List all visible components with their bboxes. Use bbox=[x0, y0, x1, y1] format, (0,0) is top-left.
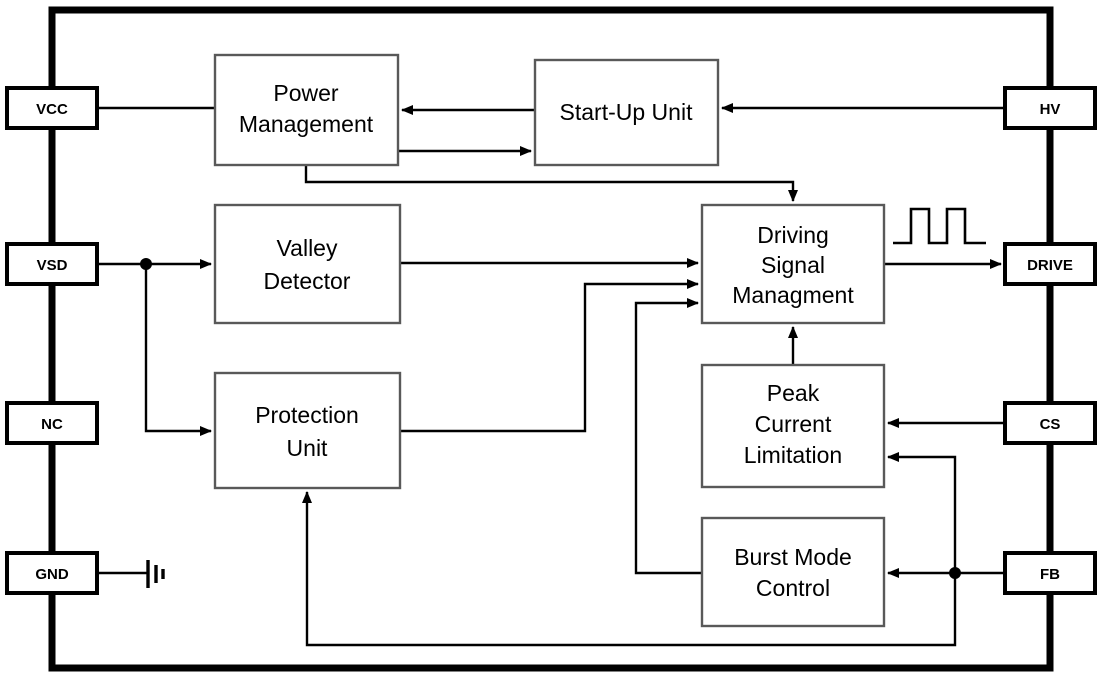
block-label-line: Start-Up Unit bbox=[560, 99, 694, 125]
pin-vcc[interactable]: VCC bbox=[5, 86, 99, 130]
block-label-line: Burst Mode bbox=[734, 544, 852, 570]
block-label-line: Power bbox=[273, 80, 339, 106]
block-valley-detector[interactable]: Valley Detector bbox=[213, 203, 402, 325]
block-label-line: Protection bbox=[255, 402, 359, 428]
block-label-line: Current bbox=[755, 411, 832, 437]
pin-label: DRIVE bbox=[1027, 257, 1073, 274]
block-power-management[interactable]: Power Management bbox=[213, 53, 400, 167]
junction-dot-vsd bbox=[140, 258, 152, 270]
block-label-line: Management bbox=[239, 111, 374, 137]
block-start-up-unit[interactable]: Start-Up Unit bbox=[533, 58, 720, 167]
pin-label: GND bbox=[35, 566, 69, 583]
pulse-wave-icon bbox=[893, 207, 986, 245]
pin-label: FB bbox=[1040, 566, 1060, 583]
block-label-line: Valley bbox=[277, 235, 338, 261]
junction-dot-fb bbox=[949, 567, 961, 579]
pin-fb[interactable]: FB bbox=[1003, 551, 1097, 595]
pin-label: VSD bbox=[37, 257, 68, 274]
wire-burst-mode-to-driving-signal bbox=[634, 298, 702, 575]
block-label-line: Driving bbox=[757, 222, 829, 248]
pin-cs[interactable]: CS bbox=[1003, 401, 1097, 445]
wire-fb-to-protection-unit bbox=[302, 491, 957, 647]
pin-label: HV bbox=[1040, 101, 1061, 118]
block-label-line: Detector bbox=[264, 268, 351, 294]
wire-fb-to-peak-current bbox=[887, 452, 957, 573]
block-label-line: Control bbox=[756, 575, 830, 601]
pin-vsd[interactable]: VSD bbox=[5, 242, 99, 286]
block-label-line: Signal bbox=[761, 252, 825, 278]
pin-hv[interactable]: HV bbox=[1003, 86, 1097, 130]
block-peak-current-limitation[interactable]: Peak Current Limitation bbox=[700, 363, 886, 489]
block-label-line: Unit bbox=[287, 435, 329, 461]
pin-drive[interactable]: DRIVE bbox=[1003, 242, 1097, 286]
pin-gnd[interactable]: GND bbox=[5, 551, 99, 595]
block-label-line: Peak bbox=[767, 380, 820, 406]
wire-protection-unit-to-driving-signal bbox=[400, 279, 699, 433]
block-label-line: Managment bbox=[732, 282, 854, 308]
pin-nc[interactable]: NC bbox=[5, 401, 99, 445]
block-driving-signal-managment[interactable]: Driving Signal Managment bbox=[700, 203, 886, 325]
wire-power-management-to-driving-signal bbox=[304, 165, 798, 202]
functional-blocks: Power Management Start-Up Unit Valley De… bbox=[213, 53, 886, 628]
pin-label: CS bbox=[1040, 416, 1061, 433]
ground-icon bbox=[146, 560, 165, 588]
pin-label: NC bbox=[41, 416, 63, 433]
junction-dots bbox=[140, 258, 961, 579]
block-burst-mode-control[interactable]: Burst Mode Control bbox=[700, 516, 886, 628]
wire-vsd-to-protection-unit bbox=[144, 264, 212, 436]
pin-boxes: VCC VSD NC GND HV DRIVE bbox=[5, 86, 1097, 595]
pin-label: VCC bbox=[36, 101, 68, 118]
block-label-line: Limitation bbox=[744, 442, 842, 468]
block-protection-unit[interactable]: Protection Unit bbox=[213, 371, 402, 490]
signal-wires bbox=[97, 103, 1005, 647]
